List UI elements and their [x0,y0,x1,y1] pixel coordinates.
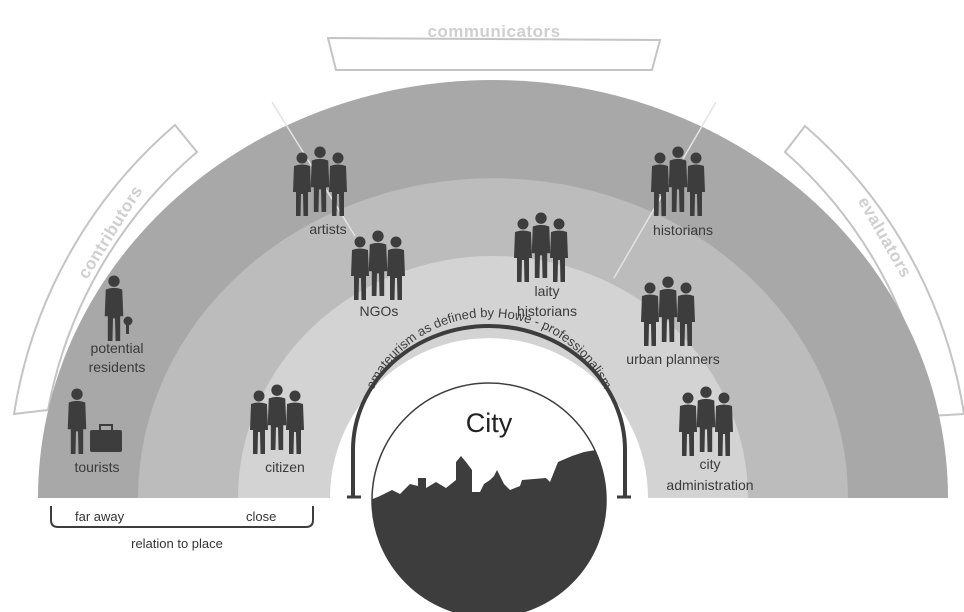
potential-residents-label-1: potential [91,340,144,356]
tourist-person-icon [67,388,122,454]
contributors-tab [12,123,199,416]
relation-to-place-label: relation to place [131,536,223,551]
tourists-label: tourists [74,459,119,475]
potential-residents-person-icon [104,275,133,341]
city-admin-label-2: administration [666,477,753,493]
laity-label-2: historians [517,303,577,319]
potential-residents-label-2: residents [89,359,146,375]
communicators-label: communicators [427,22,560,41]
close-label: close [246,509,276,524]
city-admin-label-1: city [700,456,721,472]
laity-label-1: laity [535,283,560,299]
relation-bracket [50,506,314,528]
artists-label: artists [309,221,346,237]
citizen-label: citizen [265,459,305,475]
urban-planners-label: urban planners [626,351,719,367]
far-away-label: far away [75,509,125,524]
city-skyline [372,450,606,612]
suitcase-icon [90,430,122,452]
key-icon [123,316,133,326]
amateurism-arc [351,324,627,496]
historians-label: historians [653,222,713,238]
ngos-label: NGOs [360,303,399,319]
communicators-tab [326,36,662,71]
evaluators-tab [783,124,964,418]
city-title: City [466,408,513,438]
